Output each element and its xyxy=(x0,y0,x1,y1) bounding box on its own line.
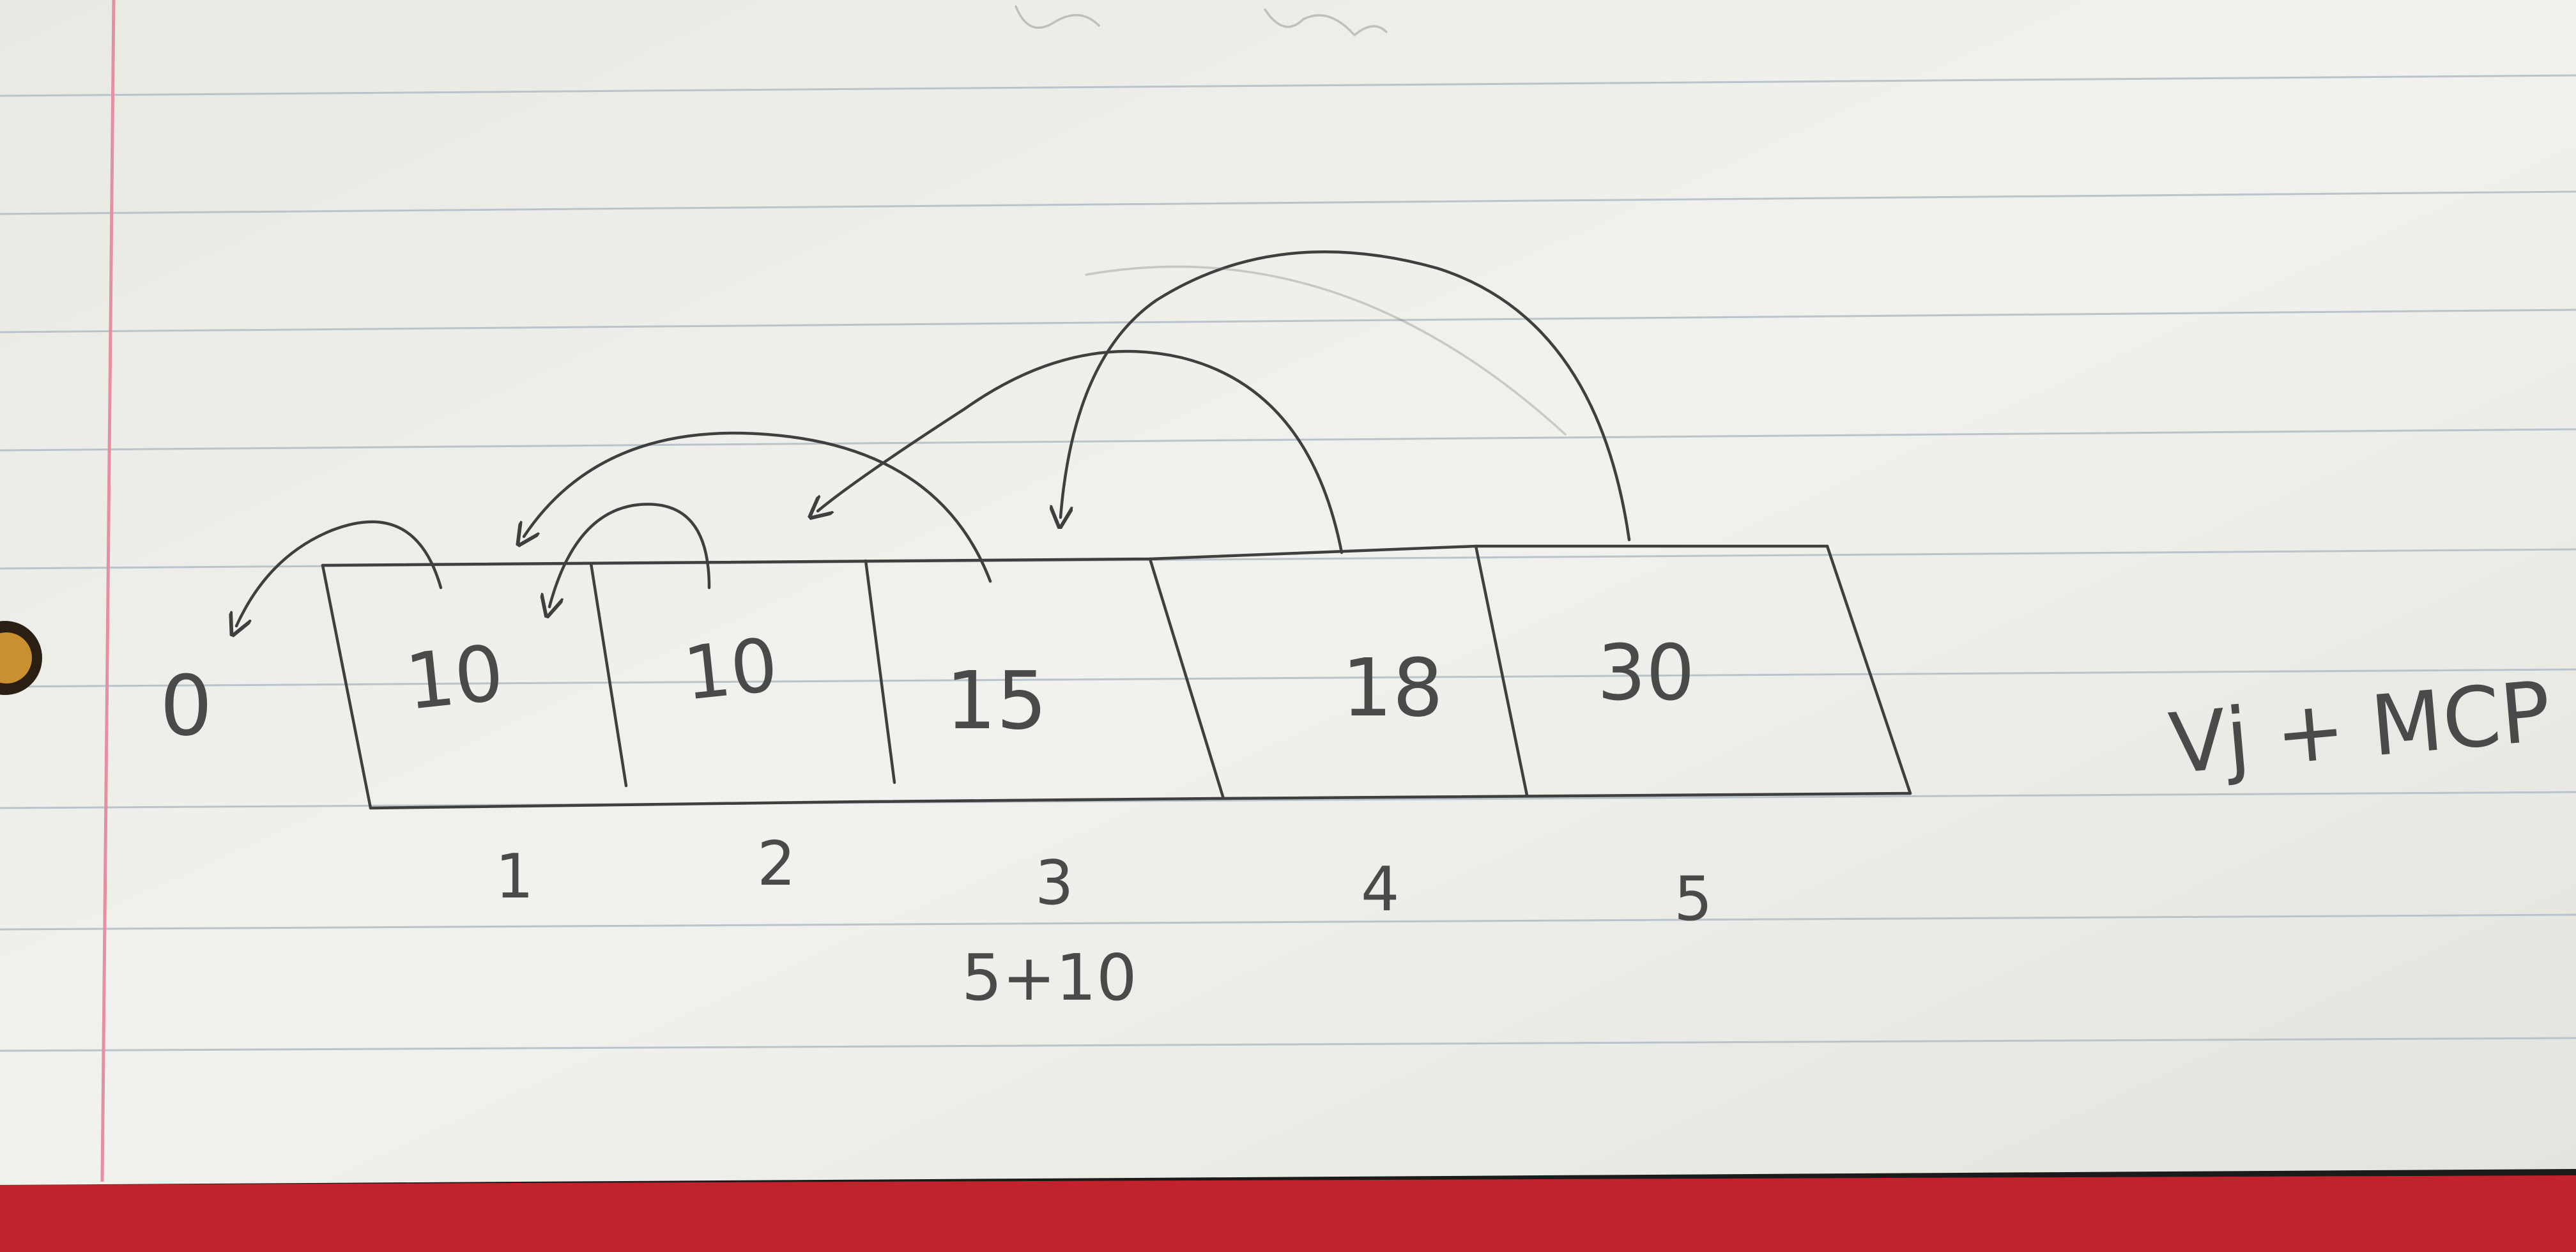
cell-value-1: 10 xyxy=(402,629,508,728)
cell-value-3: 15 xyxy=(946,655,1047,747)
cell-index-3: 3 xyxy=(1035,848,1073,919)
pencil-smudge xyxy=(1085,265,1567,436)
cell-index-5: 5 xyxy=(1674,864,1712,935)
cell-index-1: 1 xyxy=(495,842,533,912)
arrow-2-to-1 xyxy=(549,503,711,607)
cell-values: 10 10 15 18 30 xyxy=(402,622,1695,747)
cell-value-2: 10 xyxy=(680,622,782,717)
arrow-1-to-0 xyxy=(236,520,443,626)
arrow-3-to-1 xyxy=(524,431,992,583)
ghost-writing xyxy=(1015,5,1388,36)
dependency-arrows xyxy=(236,250,1631,626)
red-folder xyxy=(0,1175,2576,1252)
cell-indices: 1 2 3 4 5 xyxy=(495,829,1712,935)
left-zero: 0 xyxy=(160,657,213,754)
cell-index-4: 4 xyxy=(1361,855,1399,925)
cell-value-5: 30 xyxy=(1597,629,1695,718)
cell-value-4: 18 xyxy=(1342,642,1443,735)
array-boxes xyxy=(321,544,1912,810)
binder-hole-inner xyxy=(0,632,32,683)
paper-sheet xyxy=(0,0,2576,1185)
arrow-5-to-3 xyxy=(1061,250,1631,542)
margin-line xyxy=(100,0,116,1182)
cell-index-2: 2 xyxy=(757,829,795,899)
ruled-lines xyxy=(0,74,2576,1052)
arrow-4-to-2 xyxy=(818,349,1344,554)
note-5-plus-10: 5+10 xyxy=(962,940,1137,1015)
